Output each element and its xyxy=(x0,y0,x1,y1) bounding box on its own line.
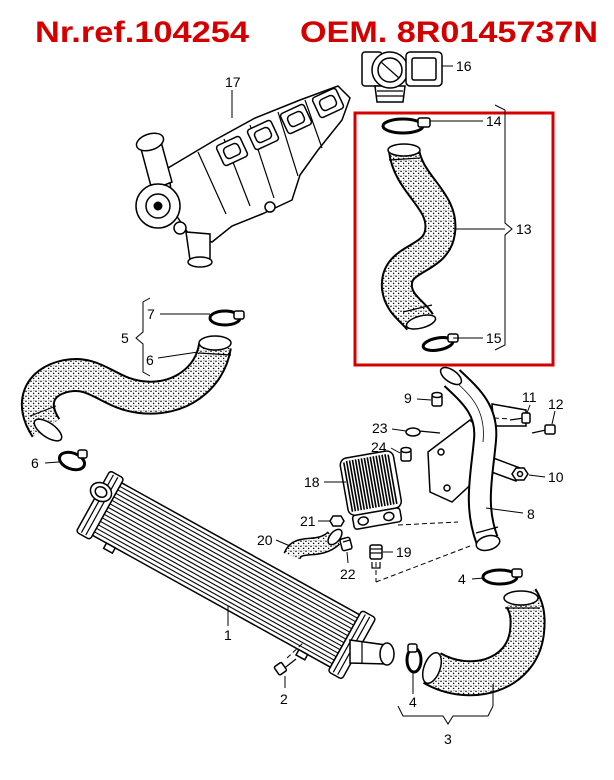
label-24: 24 xyxy=(371,439,387,455)
label-16: 16 xyxy=(456,58,472,74)
bolt-11 xyxy=(509,412,531,424)
label-6-lower: 6 xyxy=(31,455,39,471)
bolt-2 xyxy=(273,658,297,676)
turbocharger-manifold xyxy=(135,85,351,268)
label-12: 12 xyxy=(548,396,564,412)
exhaust-flange xyxy=(246,119,280,151)
hose-clamp-14 xyxy=(381,117,431,135)
charge-air-pipe-8 xyxy=(427,366,527,552)
charge-air-hose-3 xyxy=(421,588,546,697)
turbo-outlet-pipe xyxy=(185,231,211,261)
label-7: 7 xyxy=(147,306,155,322)
exhaust-flange xyxy=(279,103,313,135)
manifold-stud xyxy=(173,221,187,235)
hose-13-top-end xyxy=(387,143,421,157)
hose-clamp-4-lower xyxy=(405,643,423,674)
label-14: 14 xyxy=(486,113,502,129)
highlight-box xyxy=(353,111,555,367)
bracket-5 xyxy=(135,297,151,377)
nut-24 xyxy=(400,446,412,462)
hose-3-top-end xyxy=(503,590,539,606)
exhaust-flange xyxy=(215,135,249,167)
leader-lines xyxy=(44,65,556,725)
label-23: 23 xyxy=(372,420,388,436)
reference-number: Nr.ref.104254 xyxy=(35,16,249,49)
label-20: 20 xyxy=(257,532,273,548)
intercooler xyxy=(76,471,376,679)
throttle-body xyxy=(361,51,443,103)
manifold-stud xyxy=(264,201,276,213)
elbow-hose-20 xyxy=(283,528,343,561)
part-22 xyxy=(339,536,353,552)
hose-6-top-end xyxy=(198,335,232,351)
oem-number: OEM. 8R0145737N xyxy=(300,16,598,49)
pipe-8-bottom-end xyxy=(475,534,501,552)
hose-3-bottom-end xyxy=(421,651,443,685)
label-13: 13 xyxy=(516,221,532,237)
label-1: 1 xyxy=(224,627,232,643)
intercooler-outlet xyxy=(349,639,395,666)
charge-air-hose-6 xyxy=(20,335,232,442)
label-3: 3 xyxy=(444,731,452,747)
hose-6-bottom-end xyxy=(33,418,63,442)
label-4-lower: 4 xyxy=(409,694,417,710)
compressor-hub xyxy=(153,201,163,211)
charge-air-hose-13 xyxy=(380,143,457,332)
label-15: 15 xyxy=(486,330,502,346)
part-19 xyxy=(369,544,383,569)
nut-21 xyxy=(329,515,345,527)
leader-8 xyxy=(485,507,524,514)
leader-6-upper xyxy=(157,351,199,359)
leader-23 xyxy=(391,428,407,432)
leader-22 xyxy=(346,551,349,564)
label-22: 22 xyxy=(340,566,356,582)
throttle-valve xyxy=(380,61,400,79)
leader-10 xyxy=(528,474,546,478)
leader-9 xyxy=(416,398,432,401)
hose-clamp-6 xyxy=(57,449,88,472)
label-9: 9 xyxy=(404,390,412,406)
exhaust-flange xyxy=(311,87,345,119)
bracket-3 xyxy=(397,705,494,725)
label-18: 18 xyxy=(304,474,320,490)
leader-20 xyxy=(275,539,291,547)
bolt-12 xyxy=(531,424,556,435)
hose-clamp-4-upper xyxy=(481,568,523,586)
label-6-upper: 6 xyxy=(146,352,154,368)
leader-4-upper xyxy=(471,577,485,580)
label-17: 17 xyxy=(225,74,241,90)
label-8: 8 xyxy=(527,506,535,522)
callout-labels: 17 16 14 13 15 7 5 6 6 9 11 12 23 24 10 … xyxy=(31,58,564,747)
heat-shield-lines xyxy=(197,99,323,215)
hose-clamp-7 xyxy=(208,309,245,327)
label-10: 10 xyxy=(548,469,564,485)
charge-air-module-18 xyxy=(339,450,403,530)
leader-24 xyxy=(390,447,401,454)
bracket-13 xyxy=(494,104,513,351)
label-4-upper: 4 xyxy=(458,571,466,587)
leader-12 xyxy=(551,410,556,425)
leader-6-lower xyxy=(44,461,60,464)
nut-9 xyxy=(431,391,443,407)
washer-23 xyxy=(405,427,441,437)
nut-10 xyxy=(511,467,529,481)
intercooler-inlet xyxy=(89,481,113,503)
label-2: 2 xyxy=(280,691,288,707)
label-5: 5 xyxy=(121,330,129,346)
hose-13-bottom-end xyxy=(405,314,437,330)
pipe-8-top-end xyxy=(439,366,463,386)
label-19: 19 xyxy=(396,544,412,560)
turbo-inlet-opening xyxy=(135,132,165,152)
label-21: 21 xyxy=(300,513,316,529)
turbo-outlet-opening xyxy=(187,256,213,268)
label-11: 11 xyxy=(522,389,537,405)
leader-11 xyxy=(526,404,531,414)
assembly-lines xyxy=(286,417,511,659)
